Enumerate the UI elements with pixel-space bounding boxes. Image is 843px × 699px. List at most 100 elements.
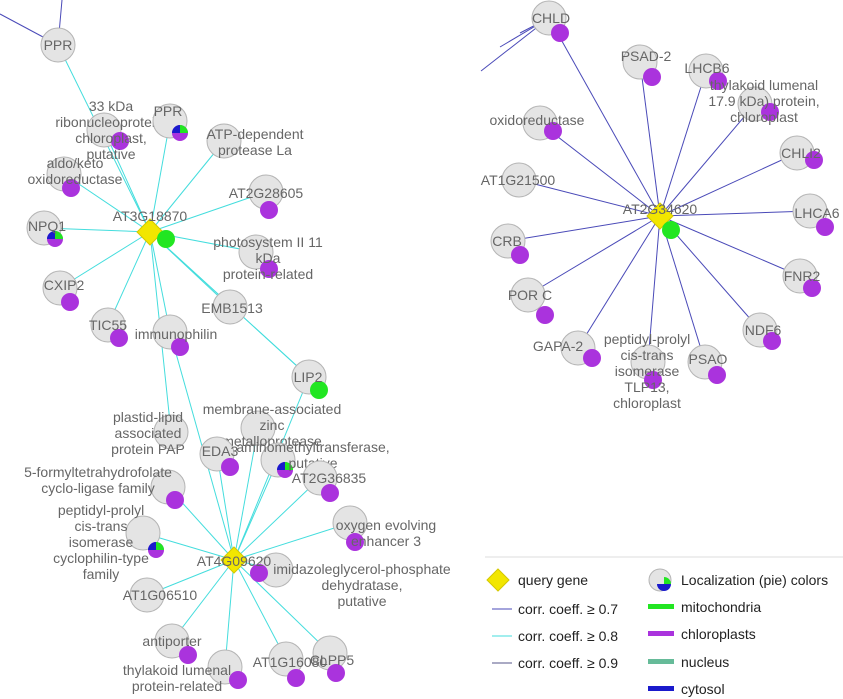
gene-node-immunophilin[interactable]: immunophilin — [135, 314, 217, 356]
query-gene-localization-chloroplasts — [250, 564, 268, 582]
gene-node-label-line: CRB — [492, 233, 522, 249]
gene-node-gapa-2[interactable]: GAPA-2 — [533, 330, 601, 367]
gene-node-crb[interactable]: CRB — [490, 223, 529, 264]
gene-node-label-line: oxygen evolving — [336, 517, 436, 533]
gene-node-label-line: peptidyl-prolyl — [58, 502, 144, 518]
gene-node-ndf6[interactable]: NDF6 — [742, 312, 781, 350]
gene-node-eda3[interactable]: EDA3 — [199, 436, 239, 476]
gene-node-label: EDA3 — [202, 443, 239, 459]
gene-node-at2g28605[interactable]: AT2G28605 — [229, 174, 304, 219]
gene-node-label-line: family — [83, 566, 120, 582]
gene-node-label: AT1G06510 — [123, 587, 198, 603]
gene-node-label-line: 33 kDa — [89, 98, 134, 114]
gene-node-localization-chloroplasts — [221, 458, 239, 476]
pie-slice-cytosol — [277, 462, 285, 470]
gene-node-cxip2[interactable]: CXIP2 — [42, 270, 84, 311]
gene-node-psad-2[interactable]: PSAD-2 — [621, 44, 672, 86]
gene-node-label-line: TLP13, — [624, 379, 669, 395]
gene-node-at2g36835[interactable]: AT2G36835 — [292, 460, 367, 502]
gene-node-label-line: NPQ1 — [28, 218, 66, 234]
pie-wedge-icon — [664, 577, 671, 584]
query-gene-at2g34620[interactable]: AT2G34620 — [623, 201, 698, 239]
query-gene-diamond-icon — [136, 218, 164, 246]
gene-node-tic55[interactable]: TIC55 — [89, 307, 128, 347]
legend-localization-title: Localization (pie) colors — [648, 568, 828, 592]
gene-node-localization-chloroplasts — [709, 72, 727, 90]
legend-chloroplasts-label: chloroplasts — [681, 626, 756, 642]
gene-node-label-line: photosystem II 11 — [213, 234, 323, 250]
gene-node-label-line: LIP2 — [294, 369, 323, 385]
network-edge — [527, 215, 661, 296]
gene-node-circle — [268, 641, 304, 677]
gene-node-ppr[interactable]: PPR — [152, 103, 188, 141]
gene-node-circle — [154, 623, 190, 659]
query-gene-at4g09620[interactable]: AT4G09620 — [197, 546, 272, 582]
gene-node-clpp5[interactable]: CLPP5 — [310, 635, 355, 682]
gene-node-chli2[interactable]: CHLI2 — [779, 135, 823, 171]
gene-node-label-line: oxidoreductase — [28, 171, 123, 187]
gene-node-label: CHLI2 — [781, 145, 821, 161]
gene-node-label: PSAD-2 — [621, 48, 672, 64]
network-edge — [233, 522, 351, 561]
gene-node-at1g16080[interactable]: AT1G16080 — [253, 641, 328, 687]
gene-node-npq1[interactable]: NPQ1 — [26, 210, 66, 247]
gene-node-emb1513[interactable]: EMB1513 — [201, 289, 263, 325]
network-edge — [224, 559, 235, 668]
gene-node-antiporter[interactable]: antiporter — [142, 623, 202, 664]
gene-node-lip2[interactable]: LIP2 — [291, 359, 328, 399]
gene-node-at1g06510[interactable]: AT1G06510 — [123, 577, 198, 613]
gene-node-label-line: aldo/keto — [47, 155, 104, 171]
gene-node-psao[interactable]: PSAO — [687, 344, 728, 384]
gene-node-localization-chloroplasts — [708, 366, 726, 384]
legend-edge-entries: corr. coeff. ≥ 0.7 corr. coeff. ≥ 0.8 co… — [492, 601, 618, 671]
gene-node-lhcb6[interactable]: LHCB6 — [684, 53, 730, 90]
network-edge — [659, 215, 706, 363]
gene-node-localization-chloroplasts — [166, 491, 184, 509]
gene-node-oxidoreductase[interactable]: oxidoreductase — [490, 105, 585, 141]
gene-node-localization-chloroplasts — [803, 279, 821, 297]
gene-node-label-line: isomerase — [615, 363, 680, 379]
query-gene-at3g18870[interactable]: AT3G18870 — [113, 208, 188, 248]
gene-node-at1g21500[interactable]: AT1G21500 — [481, 162, 556, 198]
gene-node-label-line: metalloprotease — [222, 433, 322, 449]
legend-localization-entries: mitochondria chloroplasts nucleus cytoso… — [648, 599, 761, 697]
gene-node-localization-pie-icon — [148, 542, 164, 558]
gene-node-label-line: protease La — [218, 142, 292, 158]
gene-node-ppr[interactable]: PPR — [40, 27, 76, 63]
gene-node-label-line: membrane-associated — [203, 401, 342, 417]
gene-node-label: AT2G28605 — [229, 185, 304, 201]
gene-node-label-line: protein PAP — [111, 441, 185, 457]
gene-node-label-line: kDa — [256, 250, 281, 266]
gene-node-lhca6[interactable]: LHCA6 — [792, 193, 840, 236]
gene-node-label-line: AT1G16080 — [253, 654, 328, 670]
gene-node-label-line: protein-related — [223, 266, 313, 282]
gene-node-por-c[interactable]: POR C — [508, 277, 554, 324]
gene-node-label-line: enhancer 3 — [351, 533, 421, 549]
gene-node-fnr2[interactable]: FNR2 — [782, 258, 821, 297]
gene-node-localization-pie-icon — [277, 462, 293, 478]
gene-node-chld[interactable]: CHLD — [531, 0, 570, 42]
network-edge — [233, 559, 287, 660]
network-edge — [659, 70, 707, 217]
network-edge — [539, 122, 661, 217]
